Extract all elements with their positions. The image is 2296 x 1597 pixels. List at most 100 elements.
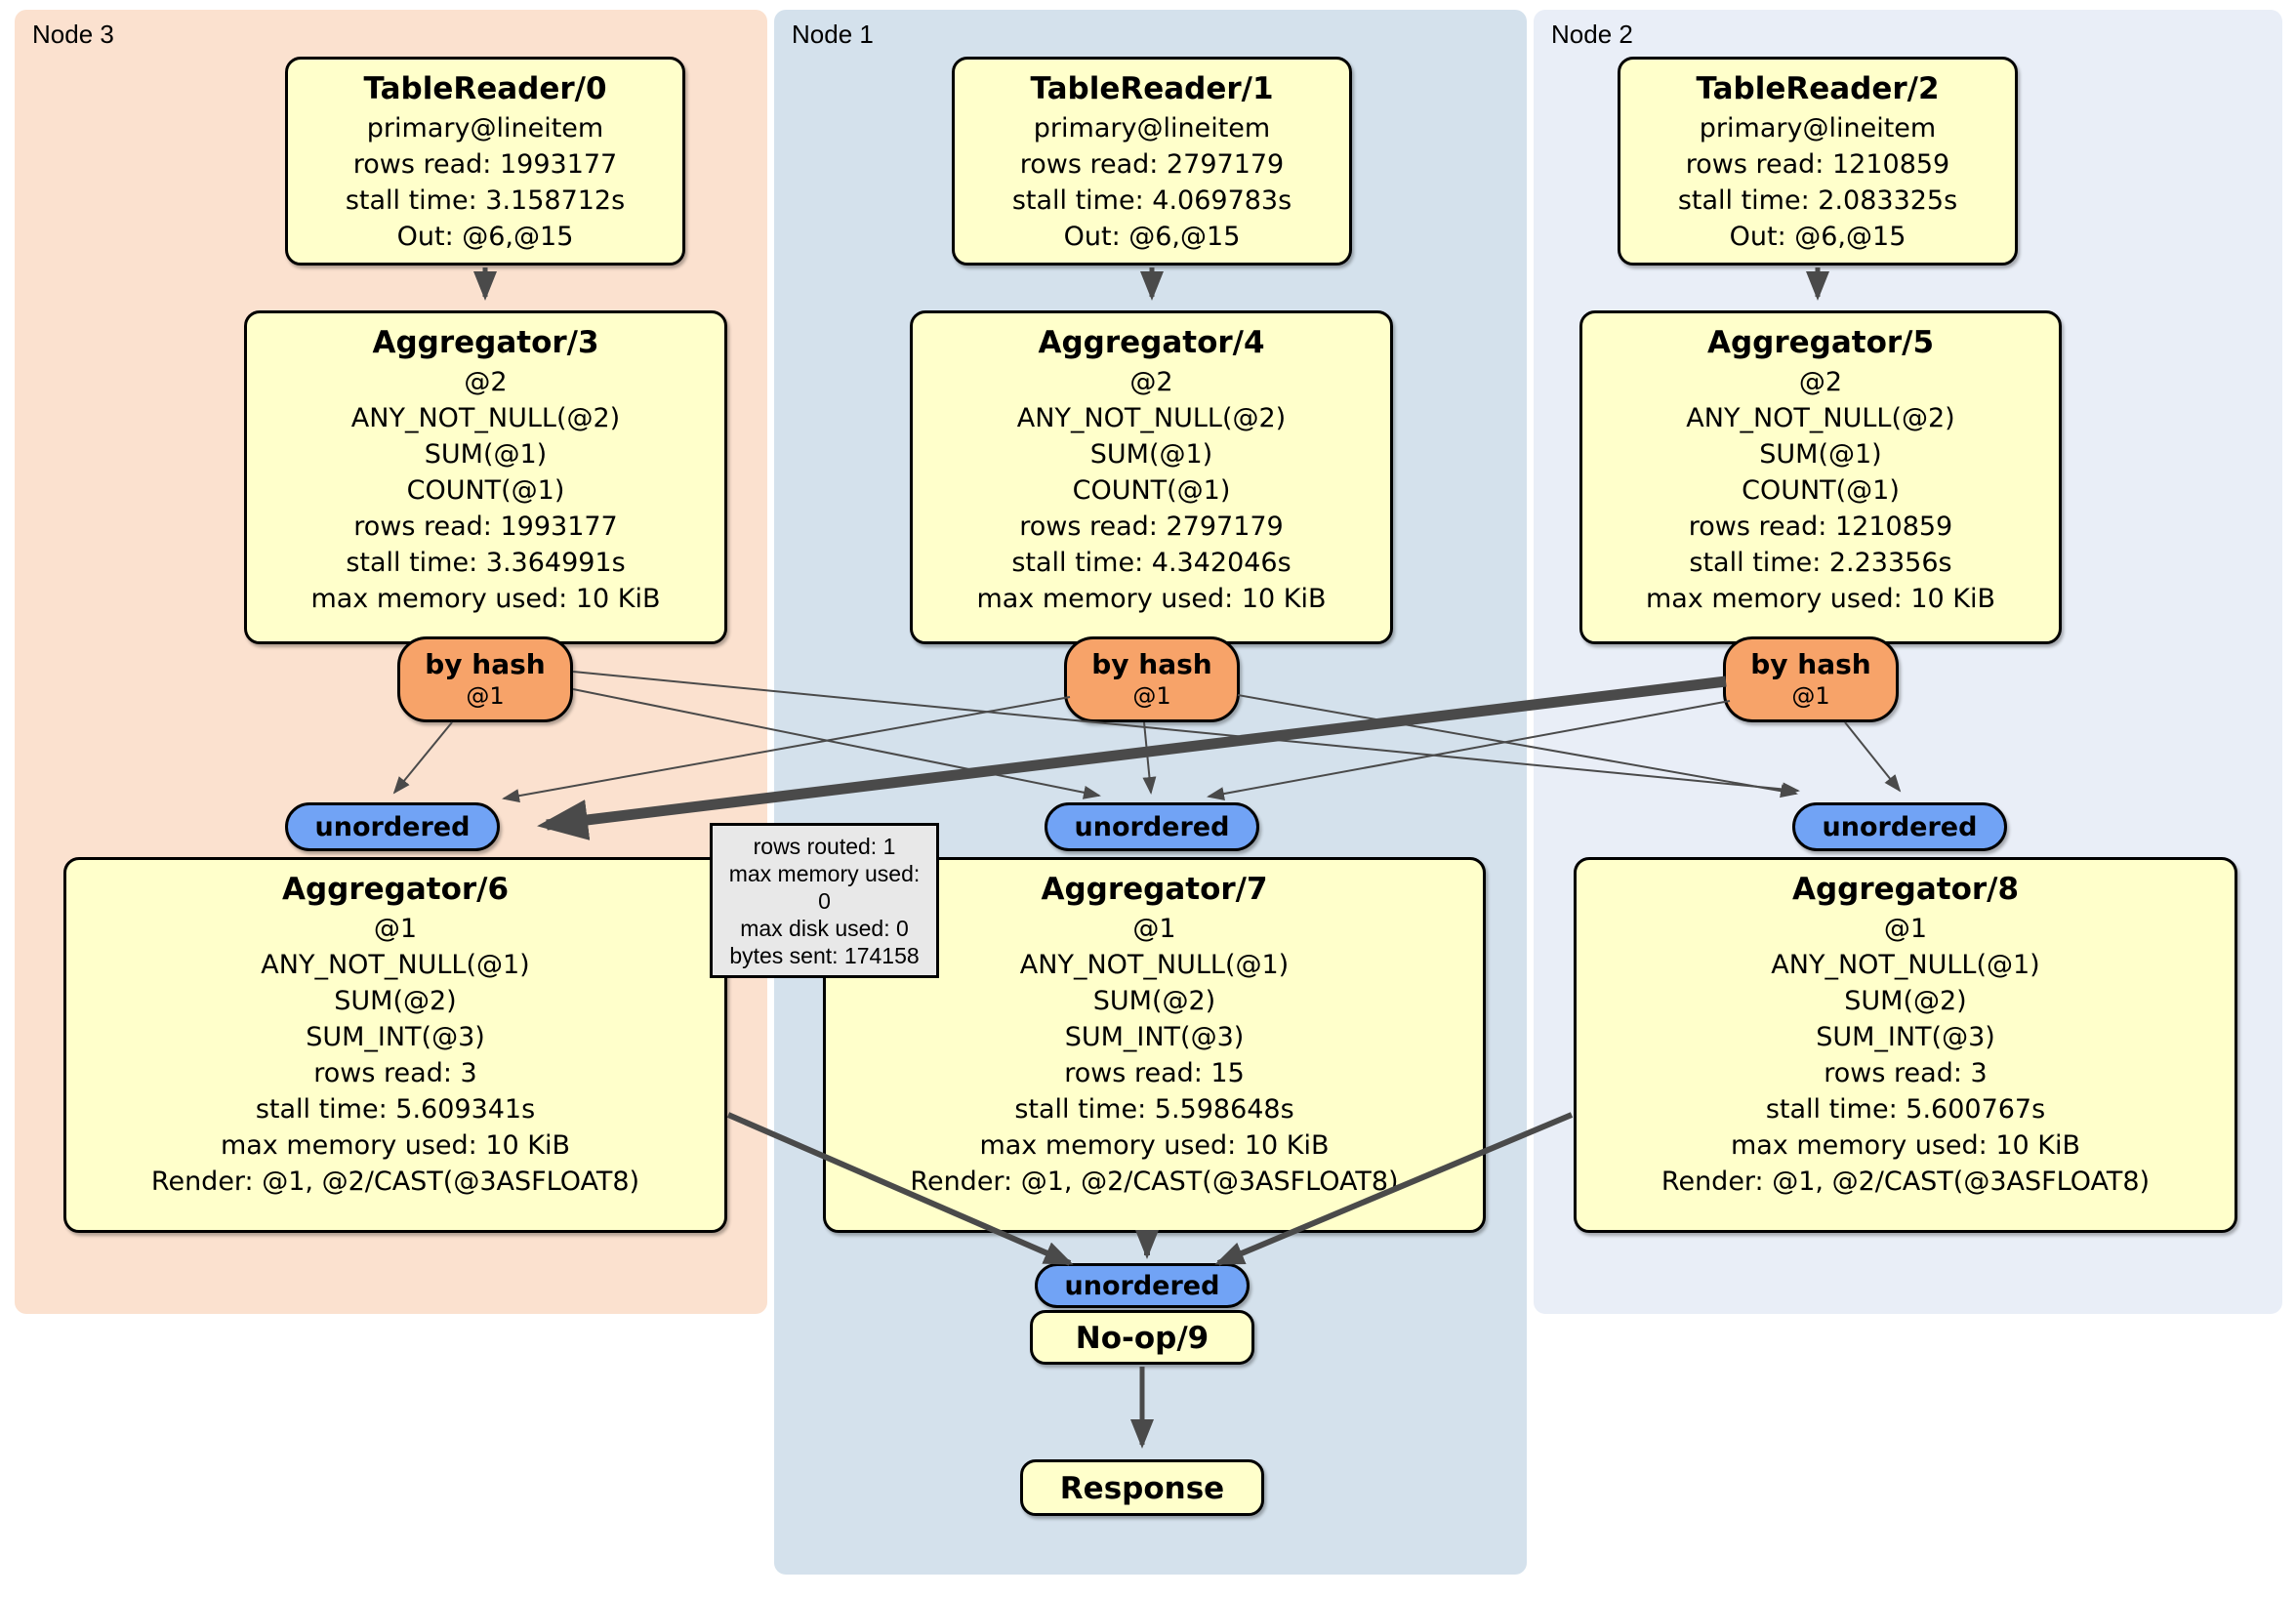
detail-line: max memory used: 10 KiB — [310, 584, 661, 614]
detail-line: ANY_NOT_NULL(@1) — [261, 950, 530, 980]
router-key: @1 — [466, 682, 505, 710]
processor-title: Response — [1059, 1471, 1225, 1506]
detail-line: stall time: 5.609341s — [255, 1094, 536, 1125]
panel-label-node2: Node 2 — [1551, 20, 1633, 49]
detail-line: rows read: 1993177 — [352, 149, 618, 180]
detail-line: ANY_NOT_NULL(@1) — [1771, 950, 2040, 980]
detail-line: @2 — [464, 367, 508, 397]
detail-line: rows read: 1993177 — [353, 512, 618, 542]
detail-line: COUNT(@1) — [1072, 475, 1231, 506]
stream-unordered-node2[interactable]: unordered — [1792, 802, 2007, 851]
detail-line: SUM(@1) — [1089, 439, 1213, 470]
detail-line: SUM(@1) — [1759, 439, 1882, 470]
detail-line: rows read: 15 — [1064, 1058, 1245, 1088]
detail-line: @1 — [373, 914, 418, 944]
detail-line: @1 — [1883, 914, 1928, 944]
detail-line: stall time: 3.364991s — [346, 548, 626, 578]
detail-line: Render: @1, @2/CAST(@3ASFLOAT8) — [1660, 1167, 2151, 1197]
detail-line: Out: @6,@15 — [1063, 222, 1241, 252]
detail-line: primary@lineitem — [1033, 113, 1271, 143]
detail-line: SUM_INT(@3) — [1064, 1022, 1245, 1052]
detail-line: SUM(@2) — [334, 986, 457, 1016]
processor-title: TableReader/0 — [363, 71, 607, 106]
processor-tablereader-2[interactable]: TableReader/2 primary@lineitem rows read:… — [1618, 57, 2018, 266]
detail-line: stall time: 4.342046s — [1011, 548, 1292, 578]
processor-title: Aggregator/3 — [372, 325, 599, 360]
stream-unordered-node3[interactable]: unordered — [285, 802, 500, 851]
detail-line: rows read: 2797179 — [1019, 512, 1284, 542]
router-label: by hash — [425, 648, 546, 680]
detail-line: stall time: 5.598648s — [1014, 1094, 1294, 1125]
router-by-hash-node1[interactable]: by hash @1 — [1064, 636, 1240, 722]
processor-tablereader-1[interactable]: TableReader/1 primary@lineitem rows read:… — [952, 57, 1352, 266]
processor-details: primary@lineitem rows read: 2797179 stall … — [955, 110, 1349, 255]
processor-title: TableReader/1 — [1030, 71, 1274, 106]
processor-noop-9[interactable]: No-op/9 — [1030, 1310, 1254, 1365]
detail-line: SUM(@2) — [1092, 986, 1216, 1016]
stream-unordered-node1[interactable]: unordered — [1045, 802, 1259, 851]
router-label: by hash — [1750, 648, 1871, 680]
detail-line: rows read: 1210859 — [1685, 149, 1950, 180]
processor-title: Aggregator/6 — [281, 872, 510, 907]
detail-line: rows read: 3 — [313, 1058, 477, 1088]
detail-line: @1 — [1132, 914, 1176, 944]
stream-label: unordered — [1822, 812, 1978, 842]
detail-line: SUM(@1) — [424, 439, 548, 470]
detail-line: @2 — [1129, 367, 1173, 397]
stream-label: unordered — [1074, 812, 1230, 842]
router-key: @1 — [1132, 682, 1171, 710]
detail-line: SUM_INT(@3) — [1816, 1022, 1995, 1052]
detail-line: COUNT(@1) — [406, 475, 565, 506]
router-by-hash-node3[interactable]: by hash @1 — [397, 636, 573, 722]
processor-title: Aggregator/4 — [1038, 325, 1265, 360]
detail-line: Out: @6,@15 — [396, 222, 574, 252]
processor-title: No-op/9 — [1075, 1321, 1210, 1356]
detail-line: max memory used: 10 KiB — [979, 1130, 1330, 1161]
detail-line: ANY_NOT_NULL(@2) — [1016, 403, 1287, 433]
detail-line: rows read: 1210859 — [1688, 512, 1953, 542]
detail-line: primary@lineitem — [366, 113, 604, 143]
panel-label-node1: Node 1 — [792, 20, 874, 49]
detail-line: Render: @1, @2/CAST(@3ASFLOAT8) — [150, 1167, 640, 1197]
detail-line: @2 — [1798, 367, 1843, 397]
detail-line: SUM(@2) — [1844, 986, 1967, 1016]
stream-label: unordered — [314, 812, 471, 842]
router-label: by hash — [1091, 648, 1212, 680]
detail-line: Out: @6,@15 — [1729, 222, 1906, 252]
detail-line: stall time: 5.600767s — [1765, 1094, 2046, 1125]
detail-line: primary@lineitem — [1699, 113, 1937, 143]
detail-line: ANY_NOT_NULL(@1) — [1019, 950, 1290, 980]
detail-line: ANY_NOT_NULL(@2) — [350, 403, 621, 433]
stream-label: unordered — [1064, 1271, 1220, 1301]
detail-line: rows read: 2797179 — [1019, 149, 1285, 180]
detail-line: bytes sent: 174158 — [729, 943, 920, 968]
detail-line: SUM_INT(@3) — [306, 1022, 485, 1052]
detail-line: max disk used: 0 — [740, 916, 909, 941]
router-by-hash-node2[interactable]: by hash @1 — [1723, 636, 1899, 722]
processor-title: Aggregator/8 — [1791, 872, 2020, 907]
processor-title: TableReader/2 — [1696, 71, 1940, 106]
detail-line: max memory used: 10 KiB — [1645, 584, 1996, 614]
detail-line: ANY_NOT_NULL(@2) — [1686, 403, 1955, 433]
processor-title: Aggregator/7 — [1041, 872, 1268, 907]
panel-label-node3: Node 3 — [32, 20, 114, 49]
detail-line: rows routed: 1 — [753, 834, 896, 859]
stream-unordered-final[interactable]: unordered — [1035, 1263, 1250, 1308]
detail-line: stall time: 4.069783s — [1011, 185, 1292, 216]
processor-response[interactable]: Response — [1020, 1459, 1264, 1516]
processor-tablereader-0[interactable]: TableReader/0 primary@lineitem rows read:… — [285, 57, 685, 266]
detail-line: rows read: 3 — [1824, 1058, 1988, 1088]
